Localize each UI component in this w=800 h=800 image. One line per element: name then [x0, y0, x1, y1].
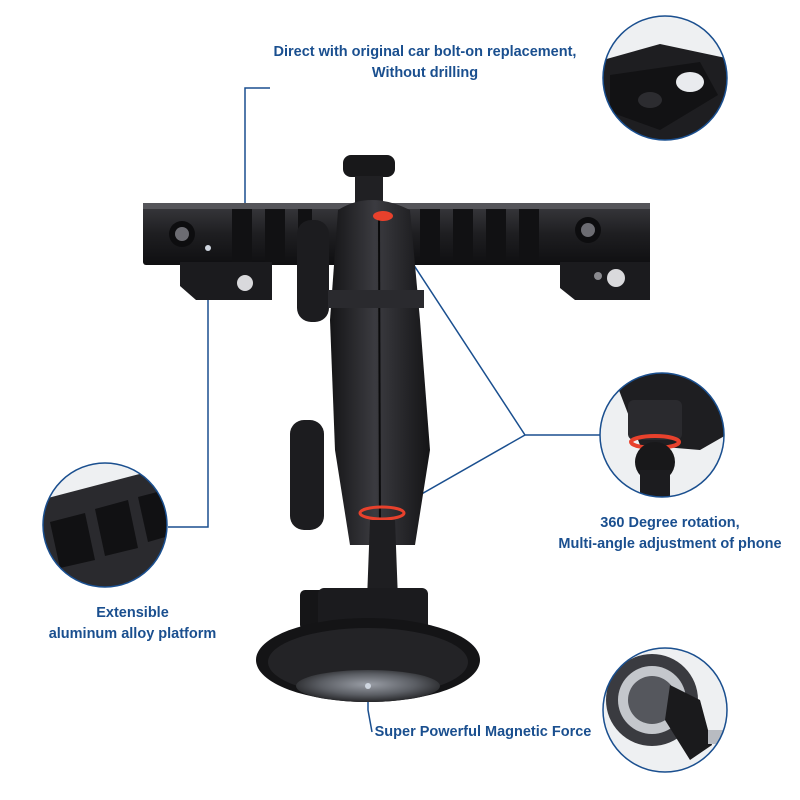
- callout-platform: Extensible aluminum alloy platform: [40, 603, 225, 645]
- callout-bolt-on-line1: Direct with original car bolt-on replace…: [273, 44, 577, 60]
- callout-magnet: Super Powerful Magnetic Force: [368, 722, 598, 743]
- top-knob: [343, 155, 395, 206]
- magnetic-ring-detail-icon: [602, 647, 728, 773]
- ball-stem: [367, 520, 398, 600]
- mount-arm: [328, 200, 430, 545]
- callout-rotation-line1: 360 Degree rotation,: [600, 515, 740, 531]
- callout-rotation: 360 Degree rotation, Multi-angle adjustm…: [540, 513, 800, 555]
- callout-magnet-line1: Super Powerful Magnetic Force: [374, 724, 592, 740]
- callout-platform-line1: Extensible: [96, 605, 169, 621]
- callout-bolt-on: Direct with original car bolt-on replace…: [240, 42, 610, 84]
- callout-bolt-on-line2: Without drilling: [371, 65, 479, 81]
- leader-line-platform: [168, 248, 209, 528]
- side-knobs: [290, 220, 329, 530]
- magnetic-base: [256, 588, 480, 702]
- callout-rotation-line2: Multi-angle adjustment of phone: [558, 536, 782, 552]
- ball-joint-detail-icon: [599, 372, 725, 498]
- callout-platform-line2: aluminum alloy platform: [48, 626, 217, 642]
- rail-detail-icon: [42, 462, 168, 588]
- bracket-detail-icon: [602, 15, 728, 141]
